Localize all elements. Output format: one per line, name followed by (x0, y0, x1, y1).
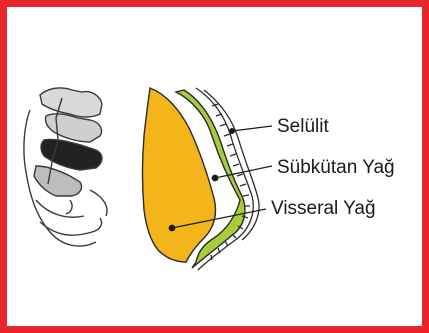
spine-sketch (24, 88, 107, 246)
label-visceral-fat: Visseral Yağ (271, 199, 376, 218)
label-cellulite: Selülit (277, 117, 329, 136)
label-subcutaneous-fat: Sübkütan Yağ (277, 158, 395, 177)
